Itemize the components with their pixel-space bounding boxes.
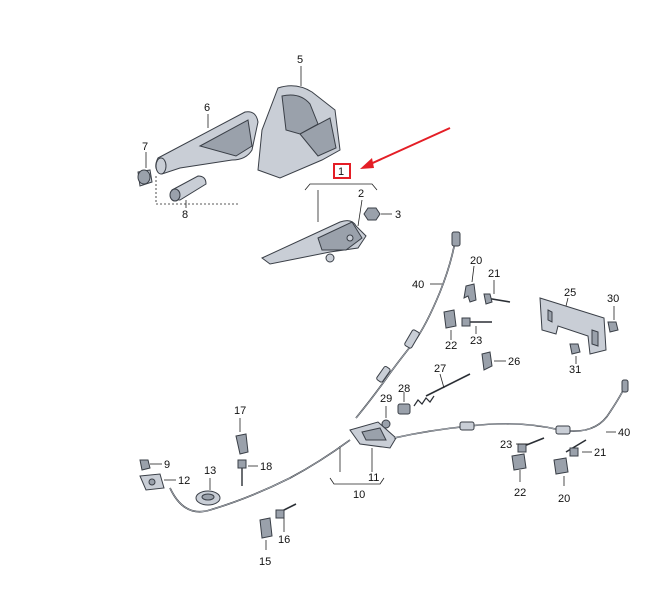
callout-11: 11: [368, 472, 379, 484]
console-boot-part-5: [257, 85, 341, 179]
callout-27: 27: [434, 363, 446, 375]
bolt-part-30: [607, 321, 619, 333]
bracket-part-12: [139, 473, 165, 491]
pointer-arrow-head: [360, 158, 374, 169]
front-cable-part-40: [355, 231, 461, 419]
nut-part-29: [381, 419, 391, 429]
bracket-part-15: [259, 517, 273, 539]
callout-30: 30: [607, 293, 619, 305]
callout-6: 6: [204, 102, 210, 114]
lever-mechanism-part-2: [261, 220, 367, 265]
callout-21-upper: 21: [488, 268, 500, 280]
callout-26: 26: [508, 356, 520, 368]
clip-part-18: [237, 459, 247, 486]
callout-3: 3: [395, 209, 401, 221]
callout-23-lower: 23: [500, 439, 512, 451]
callout-20-lower: 20: [558, 493, 570, 505]
callout-40-upper: 40: [412, 279, 424, 291]
callout-17: 17: [234, 405, 246, 417]
rear-cable-part-10: [169, 439, 351, 513]
callout-40-lower: 40: [618, 427, 630, 439]
callout-18: 18: [260, 461, 272, 473]
callout-25: 25: [564, 287, 576, 299]
rear-cable-part-40-lower: [393, 379, 629, 439]
nut-part-31: [569, 343, 581, 355]
callout-1: 1: [338, 166, 344, 178]
callout-29: 29: [380, 393, 392, 405]
bracket-part-20-lower: [553, 457, 569, 475]
bracket-part-20-upper: [463, 283, 477, 303]
bracket-part-25: [539, 297, 607, 355]
nut-part-9: [139, 459, 151, 471]
callout-9: 9: [164, 459, 170, 471]
adjuster-part-28: [397, 403, 411, 415]
bolt-part-23-lower: [517, 437, 545, 453]
clip-part-22-lower: [511, 453, 527, 471]
bolt-part-16: [275, 503, 297, 519]
clip-part-22-upper: [443, 309, 457, 329]
callout-20-upper: 20: [470, 255, 482, 267]
bolt-part-21-upper: [483, 293, 511, 305]
callout-12: 12: [178, 475, 190, 487]
callout-22-lower: 22: [514, 487, 526, 499]
pointer-arrow: [365, 127, 451, 167]
callout-16: 16: [278, 534, 290, 546]
callout-1-highlight-box: [333, 163, 351, 179]
grommet-part-13: [195, 490, 221, 506]
callout-15: 15: [259, 556, 271, 568]
bracket-part-17: [235, 433, 249, 455]
cap-part-7: [137, 169, 153, 187]
callout-7: 7: [142, 141, 148, 153]
callout-2: 2: [358, 188, 364, 200]
callout-5: 5: [297, 54, 303, 66]
bolt-part-21-lower: [565, 439, 587, 457]
bolt-part-23-upper: [461, 317, 492, 327]
callout-8: 8: [182, 209, 188, 221]
handle-cover-part-6: [155, 111, 259, 175]
equalizer-part-11: [349, 421, 397, 449]
grip-part-8: [169, 175, 207, 202]
callout-10: 10: [353, 489, 365, 501]
callout-13: 13: [204, 465, 216, 477]
callout-31: 31: [569, 364, 581, 376]
callout-21-lower: 21: [594, 447, 606, 459]
callout-23-upper: 23: [470, 335, 482, 347]
callout-28: 28: [398, 383, 410, 395]
nut-part-3: [363, 207, 381, 221]
spring-part-27: [413, 373, 471, 407]
clip-part-26: [481, 351, 493, 371]
callout-22-upper: 22: [445, 340, 457, 352]
